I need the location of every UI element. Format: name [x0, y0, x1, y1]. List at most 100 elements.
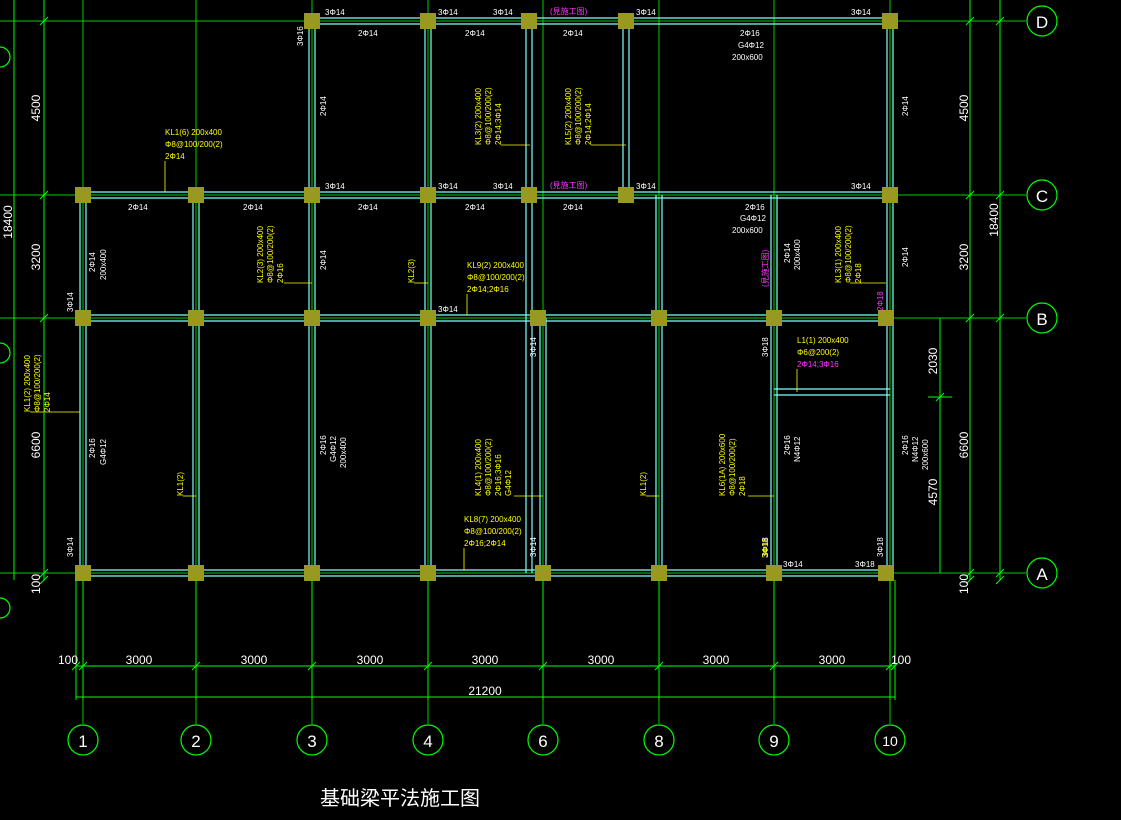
callout-line: KL1(6) 200x400	[165, 128, 222, 137]
callout-line: G4Φ12	[504, 469, 513, 496]
dimension-tick	[890, 661, 900, 671]
rebar-note: 2Φ14	[128, 203, 148, 212]
dimension-tick	[39, 16, 49, 26]
column-marker	[521, 13, 537, 29]
column-marker	[766, 310, 782, 326]
rebar-note: 3Φ14	[636, 8, 656, 17]
rebar-note: 3Φ14	[438, 8, 458, 17]
dimension-tick	[39, 575, 49, 585]
rebar-note: 3Φ14	[529, 337, 538, 357]
dim-left-3: 6600	[29, 431, 43, 458]
dimension-tick	[995, 16, 1005, 26]
callout-kl1: KL1(6) 200x400 Φ8@100/200(2) 2Φ14	[165, 128, 223, 161]
dim-edge-right: 100	[891, 653, 911, 667]
bottom-dimensions: 100 3000 3000 3000 3000 3000 3000 3000 1…	[58, 653, 911, 698]
rebar-note: 2Φ16	[783, 435, 792, 455]
rebar-note-yellow: 3Φ18	[761, 538, 770, 558]
dimension-tick	[935, 392, 945, 402]
dimension-tick	[965, 190, 975, 200]
column-marker	[618, 187, 634, 203]
rebar-note: 2Φ16	[740, 29, 760, 38]
dim-right-edge: 100	[957, 574, 971, 594]
axis-labels-y: D C B A	[1036, 13, 1048, 584]
axis-labels-x: 1 2 3 4 6 8 9 10	[78, 732, 898, 751]
callout-line: Φ8@100/200(2)	[467, 273, 525, 282]
rebar-note: 3Φ14	[529, 537, 538, 557]
dimension-tick	[191, 661, 201, 671]
rebar-note: 2Φ14	[319, 96, 328, 116]
callout-line: 2Φ14	[43, 392, 52, 412]
column-marker	[75, 310, 91, 326]
rebar-note: 2Φ14	[563, 203, 583, 212]
dimension-tick	[965, 313, 975, 323]
dim-span-3: 3000	[357, 653, 384, 667]
callout-kl2-mid: KL2(3) 200x400 Φ8@100/200(2) 2Φ16	[256, 225, 285, 283]
left-dimensions: 4500 3200 6600 18400 100	[1, 94, 43, 594]
rebar-note: N4Φ12	[793, 436, 802, 462]
dimension-tick	[769, 661, 779, 671]
column-marker	[420, 310, 436, 326]
dimension-tick	[71, 661, 81, 671]
callout-line: KL9(2) 200x400	[467, 261, 524, 270]
column-marker	[304, 565, 320, 581]
rebar-note: 3Φ18	[761, 537, 770, 557]
dim-inner-lower: 4570	[926, 478, 940, 505]
callout-kl3: KL3(2) 200x400 Φ8@100/200(2) 2Φ14;3Φ14	[474, 87, 503, 145]
rebar-note: 3Φ14	[493, 8, 513, 17]
rebar-note: 3Φ14	[66, 537, 75, 557]
callout-line: Φ8@100/200(2)	[464, 527, 522, 536]
axis-label-1: 1	[78, 732, 87, 751]
dimension-tick	[423, 661, 433, 671]
dimension-tick	[965, 575, 975, 585]
callout-kl9: KL9(2) 200x400 Φ8@100/200(2) 2Φ14;2Φ16	[467, 261, 525, 294]
magenta-notes: (見施工图) (見施工图) (見施工图) 2Φ18 3Φ18	[550, 6, 885, 558]
rebar-note: 3Φ14	[851, 8, 871, 17]
magenta-note: (見施工图)	[550, 180, 588, 190]
callout-kl4: KL4(1) 200x400 Φ8@100/200(2) 2Φ16;3Φ16 G…	[474, 438, 513, 496]
column-marker	[304, 187, 320, 203]
callout-line: Φ8@100/200(2)	[844, 225, 853, 283]
dimension-tick	[885, 661, 895, 671]
dimension-tick	[965, 568, 975, 578]
callout-line: KL3(2) 200x400	[474, 88, 483, 145]
rebar-note: 3Φ16	[296, 26, 305, 46]
rebar-note: 200x400	[339, 437, 348, 468]
rebar-note: 2Φ16	[901, 435, 910, 455]
dim-right-total: 18400	[987, 203, 1001, 237]
rebar-note: 2Φ14	[563, 29, 583, 38]
dimension-tick	[39, 190, 49, 200]
column-marker	[766, 565, 782, 581]
column-marker	[882, 13, 898, 29]
callout-line: KL8(7) 200x400	[464, 515, 521, 524]
right-dimensions: 4500 3200 6600 18400 100 2030 4570	[926, 94, 1001, 594]
column-marker	[878, 565, 894, 581]
rebar-note: 200x600	[732, 226, 763, 235]
rebar-note: 2Φ16	[319, 435, 328, 455]
callout-line: KL1(2) 200x400	[23, 355, 32, 412]
callout-line: Φ8@100/200(2)	[574, 87, 583, 145]
axis-label-3: 3	[307, 732, 316, 751]
callout-line: 2Φ16;2Φ14	[464, 539, 506, 548]
column-marker	[304, 13, 320, 29]
axis-label-4: 4	[423, 732, 432, 751]
column-marker	[188, 187, 204, 203]
rebar-note: G4Φ12	[329, 435, 338, 462]
column-marker	[420, 13, 436, 29]
axis-label-2: 2	[191, 732, 200, 751]
callout-line: 2Φ14;3Φ16	[797, 360, 839, 369]
magenta-note: (見施工图)	[760, 249, 770, 287]
callout-line: Φ8@100/200(2)	[266, 225, 275, 283]
column-marker	[420, 565, 436, 581]
rebar-note: 3Φ18	[855, 560, 875, 569]
callout-kl2-short: KL2(3)	[407, 259, 416, 283]
dimension-tick	[39, 568, 49, 578]
dimension-tick	[39, 313, 49, 323]
dimension-tick	[995, 190, 1005, 200]
drawing-title: 基础梁平法施工图	[320, 787, 480, 810]
dimension-tick	[307, 661, 317, 671]
callout-line: 2Φ16;3Φ16	[494, 454, 503, 496]
dim-span-1: 3000	[126, 653, 153, 667]
callout-line: 2Φ16	[276, 263, 285, 283]
dim-span-6: 3000	[703, 653, 730, 667]
